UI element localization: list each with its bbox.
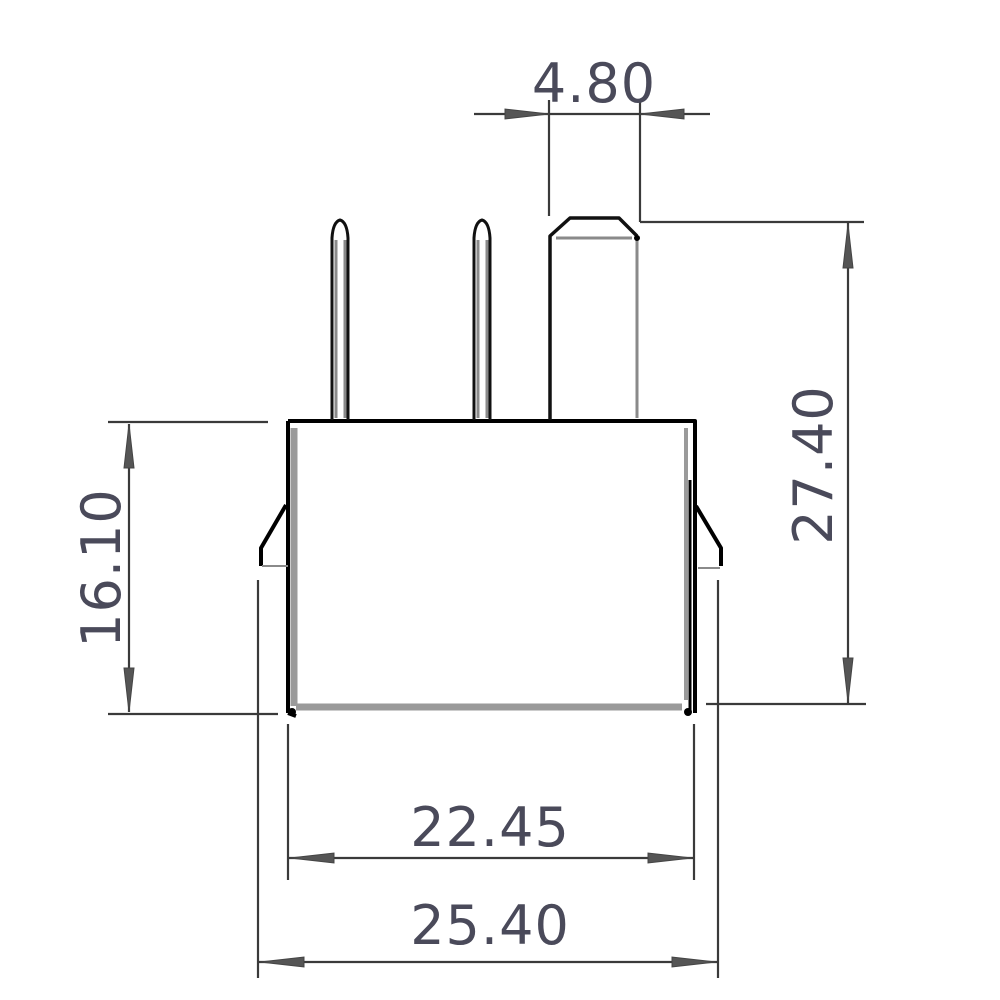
dimension-tab-width: 4.80 [474, 52, 710, 222]
pin-middle [472, 218, 492, 420]
dimension-label-body-width: 22.45 [410, 796, 570, 859]
housing-body [286, 419, 697, 718]
dimension-body-height: 16.10 [70, 420, 278, 716]
dimension-label-body-height: 16.10 [70, 488, 133, 648]
dimension-overall-height: 27.40 [640, 220, 866, 706]
latch-left [259, 503, 288, 567]
dimension-label-overall-width: 25.40 [410, 894, 570, 957]
dimension-overall-width: 25.40 [256, 580, 720, 978]
tab-terminal [548, 216, 640, 420]
dimension-label-overall-height: 27.40 [782, 385, 845, 545]
dimension-body-width: 22.45 [286, 724, 696, 880]
pin-left [330, 218, 350, 420]
dimension-label-tab-width: 4.80 [532, 52, 656, 115]
latch-right [694, 504, 723, 569]
